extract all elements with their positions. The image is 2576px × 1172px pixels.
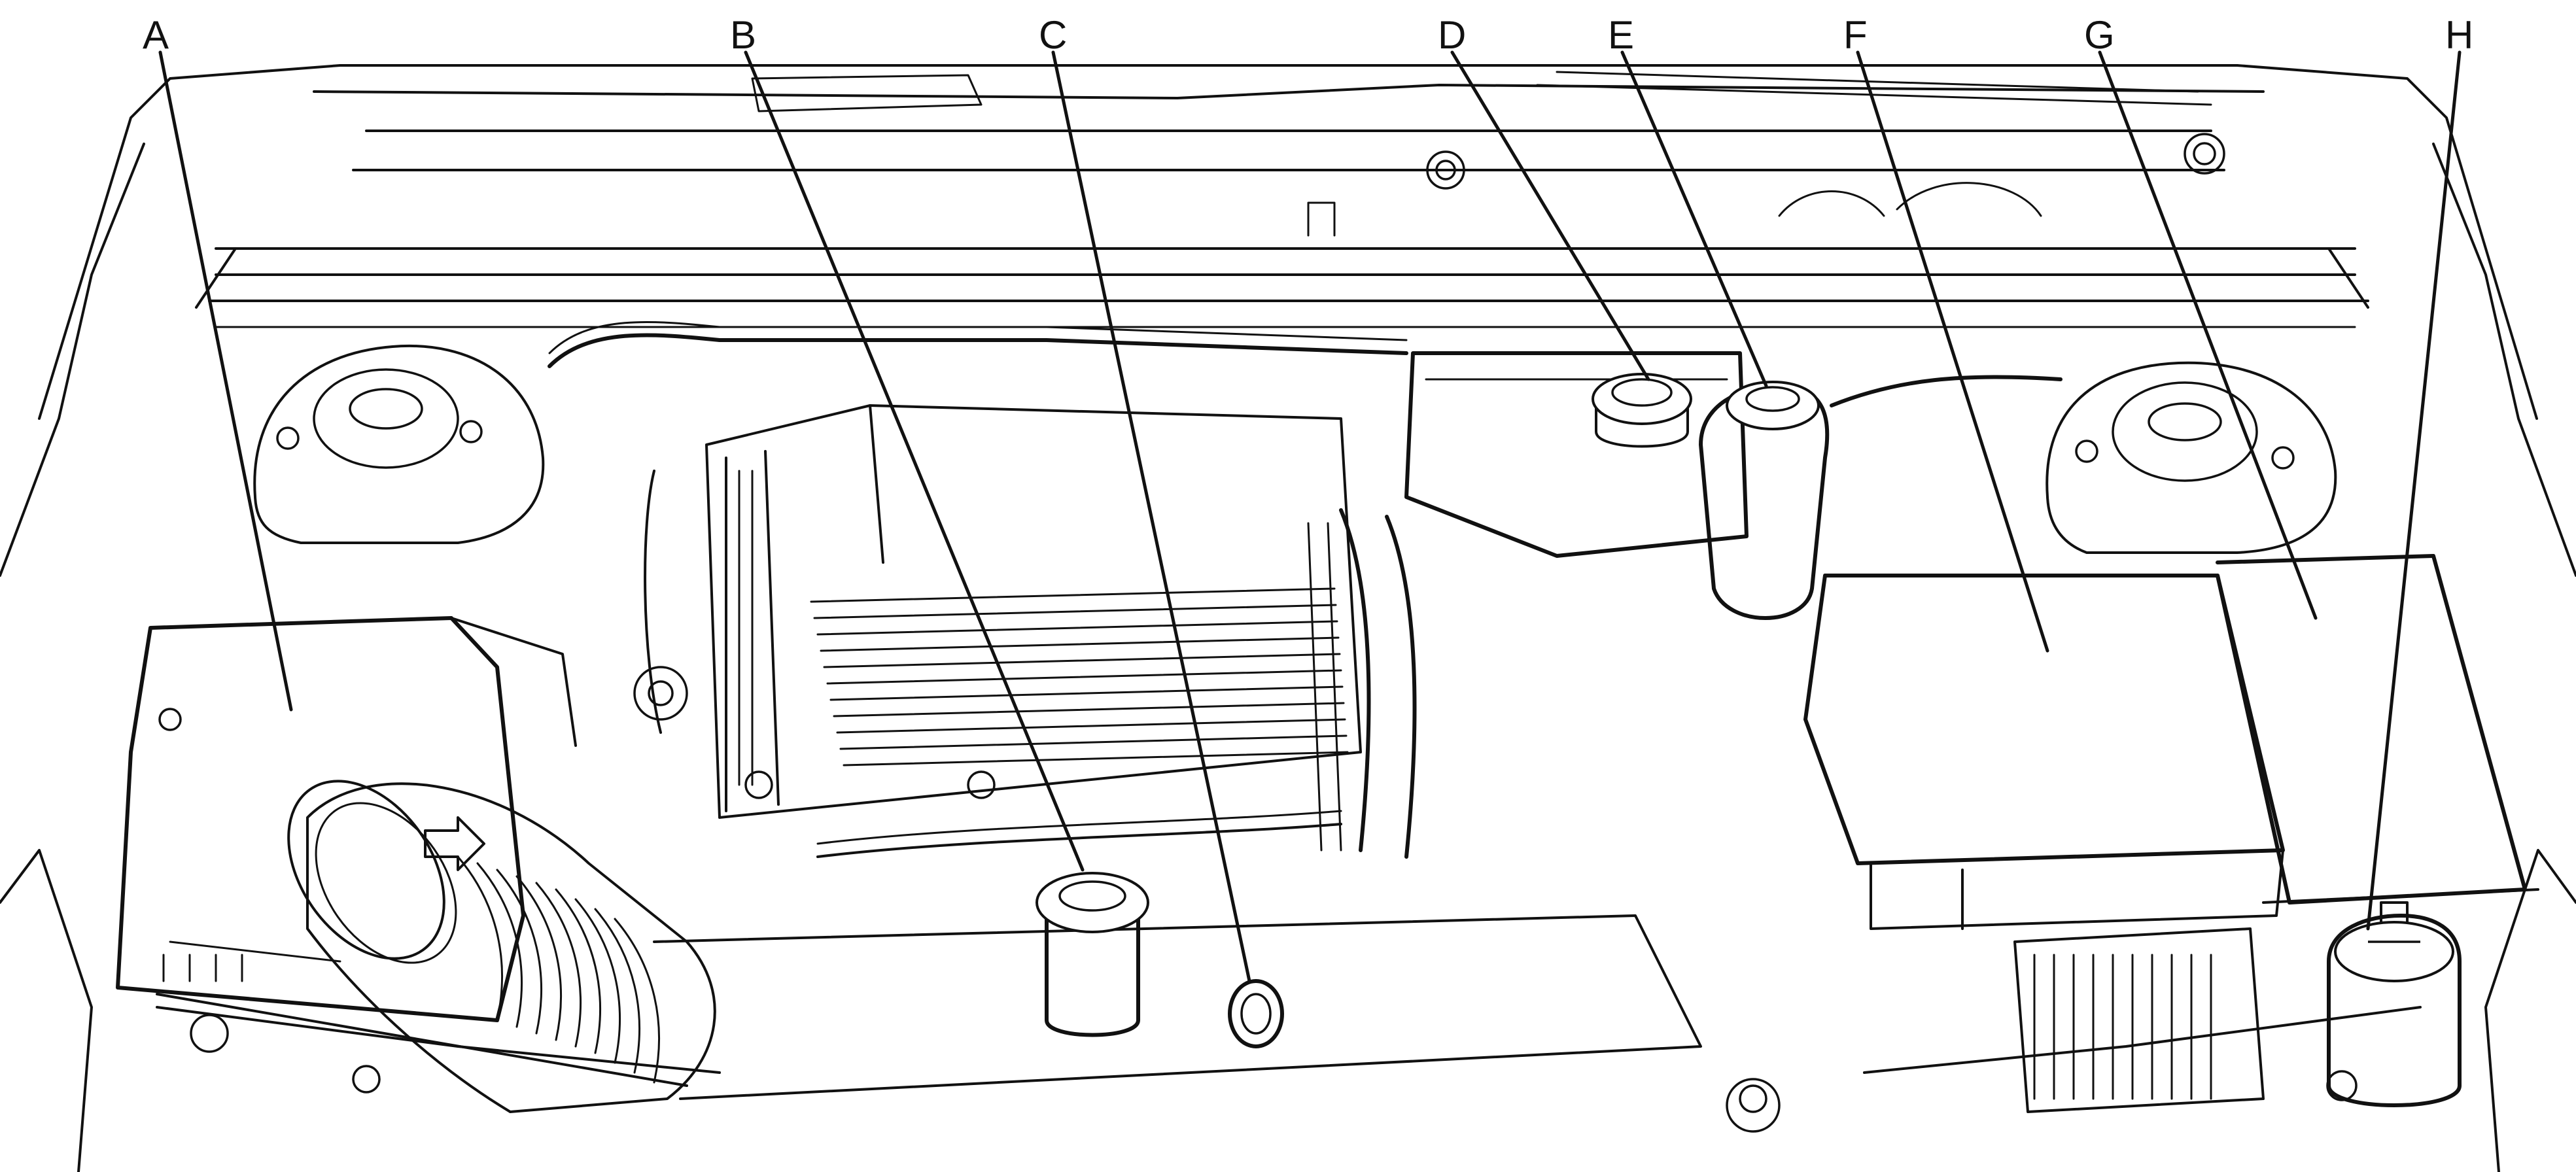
callout-labels: A B C D E F G H [143, 13, 2473, 983]
fuse-box-clip [2013, 927, 2265, 1113]
wiring-harness [548, 320, 2063, 859]
label-e: E [1608, 13, 1634, 57]
coolant-reservoir [1404, 351, 1749, 558]
left-strut-tower [253, 345, 545, 544]
label-d: D [1438, 13, 1466, 57]
cowl-panel [195, 64, 2369, 328]
leader-line-h [2366, 50, 2462, 931]
oil-fill-cap [1036, 872, 1149, 1037]
leader-line-e [1620, 50, 1768, 388]
label-a: A [143, 13, 169, 57]
battery [2216, 554, 2539, 905]
leader-line-c [1051, 50, 1251, 983]
label-c: C [1039, 13, 1067, 57]
leader-line-b [744, 50, 1085, 872]
coolant-cap-icon [1592, 373, 1692, 425]
leader-line-d [1450, 50, 1650, 381]
label-g: G [2084, 13, 2115, 57]
engine-block [633, 404, 1362, 819]
leader-line-a [158, 50, 293, 712]
air-cleaner-housing [116, 616, 577, 1022]
fuse-relay-box [1803, 574, 2285, 930]
leader-line-f [1856, 50, 2049, 653]
leader-line-g [2098, 50, 2318, 620]
brake-fluid-reservoir [1699, 381, 1830, 620]
air-intake-duct [287, 780, 1702, 1113]
oil-dipstick [1228, 979, 1284, 1048]
label-f: F [1843, 13, 1868, 57]
washer-cap-icon [2334, 921, 2454, 982]
label-b: B [730, 13, 756, 57]
radiator-support [156, 993, 2358, 1133]
brake-cap-icon [1726, 381, 1820, 430]
right-strut-tower [2045, 361, 2337, 554]
washer-fluid-reservoir [2327, 901, 2462, 1107]
label-h: H [2445, 13, 2473, 57]
